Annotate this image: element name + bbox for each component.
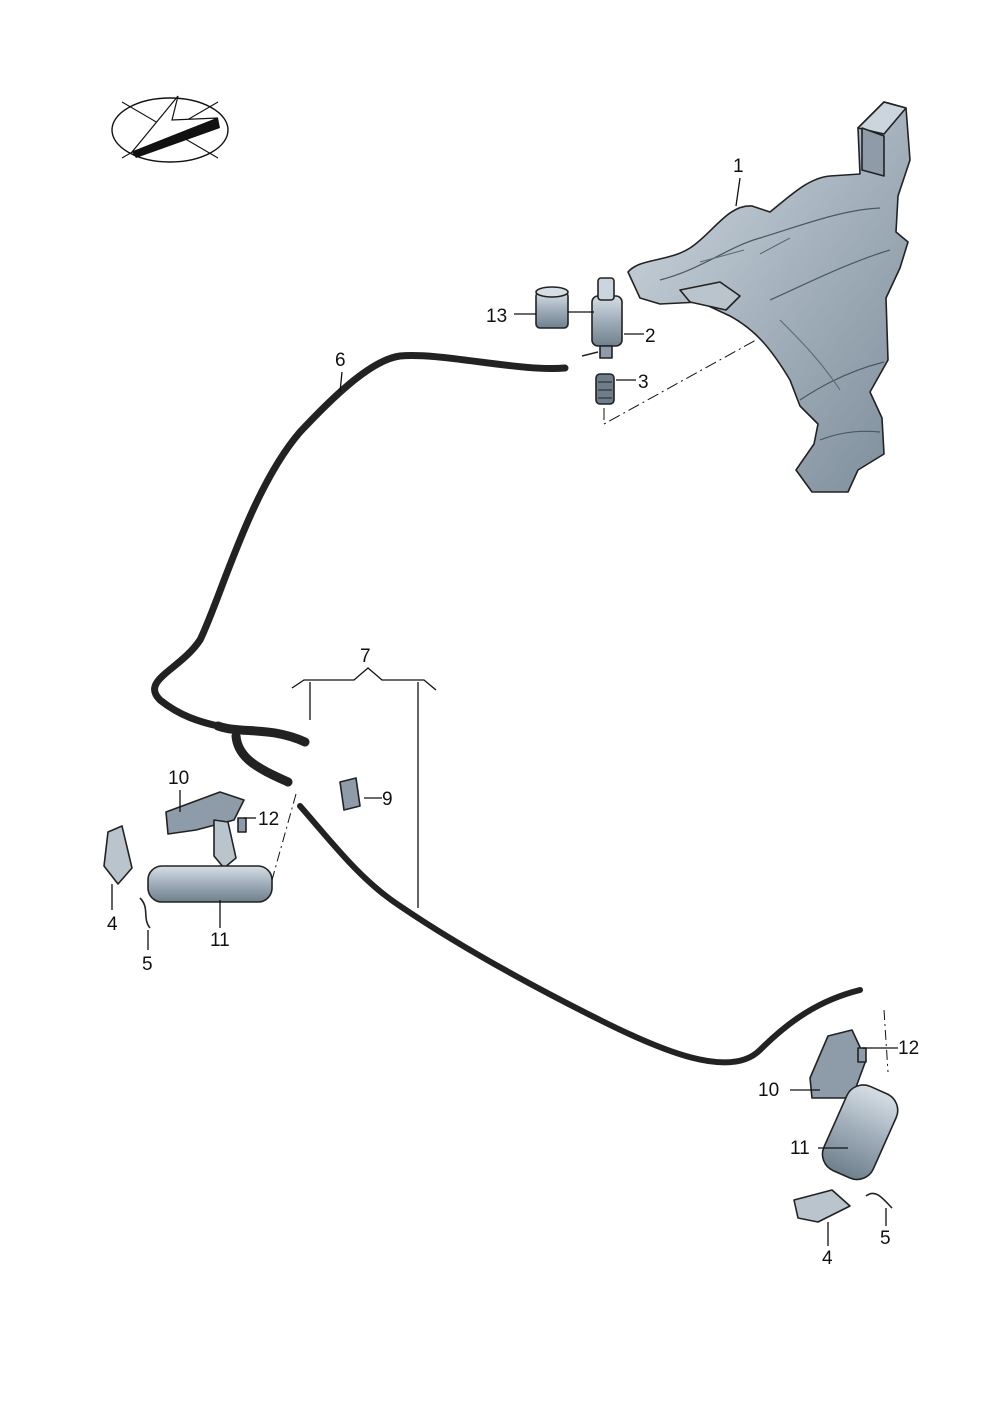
hose-to-nozzles: [151, 351, 569, 730]
callout-13: 13: [486, 306, 507, 327]
callout-12-right: 12: [898, 1038, 919, 1059]
callout-5-left: 5: [142, 954, 153, 975]
callout-4-left: 4: [107, 914, 118, 935]
callout-6: 6: [335, 350, 346, 371]
callout-7: 7: [360, 646, 371, 667]
pump-grommet: [535, 286, 569, 329]
hose-branch-7: [213, 721, 863, 1066]
callout-5-right: 5: [880, 1228, 891, 1249]
callout-11-right: 11: [790, 1138, 810, 1159]
hose-clip: [339, 777, 361, 811]
left-nozzle-assembly: [103, 791, 273, 929]
callout-labels: 1 2 3 13 6 7 10 12 9 4 11 5 12 10 11 5 4: [107, 156, 919, 1269]
callout-3: 3: [638, 372, 649, 393]
callout-4-right: 4: [822, 1248, 833, 1269]
pump-filter: [595, 373, 615, 405]
leader-lines: [111, 177, 898, 1246]
callout-2: 2: [645, 326, 656, 347]
callout-11-left: 11: [210, 930, 230, 951]
callout-10-left: 10: [168, 768, 189, 789]
orientation-compass-icon: [111, 95, 229, 163]
washer-fluid-reservoir: [627, 101, 911, 493]
callout-12-left: 12: [258, 809, 279, 830]
callout-10-right: 10: [758, 1080, 779, 1101]
callout-9: 9: [382, 789, 393, 810]
washer-pump: [581, 277, 623, 359]
right-nozzle-assembly: [793, 1029, 899, 1223]
callout-1: 1: [733, 156, 744, 177]
